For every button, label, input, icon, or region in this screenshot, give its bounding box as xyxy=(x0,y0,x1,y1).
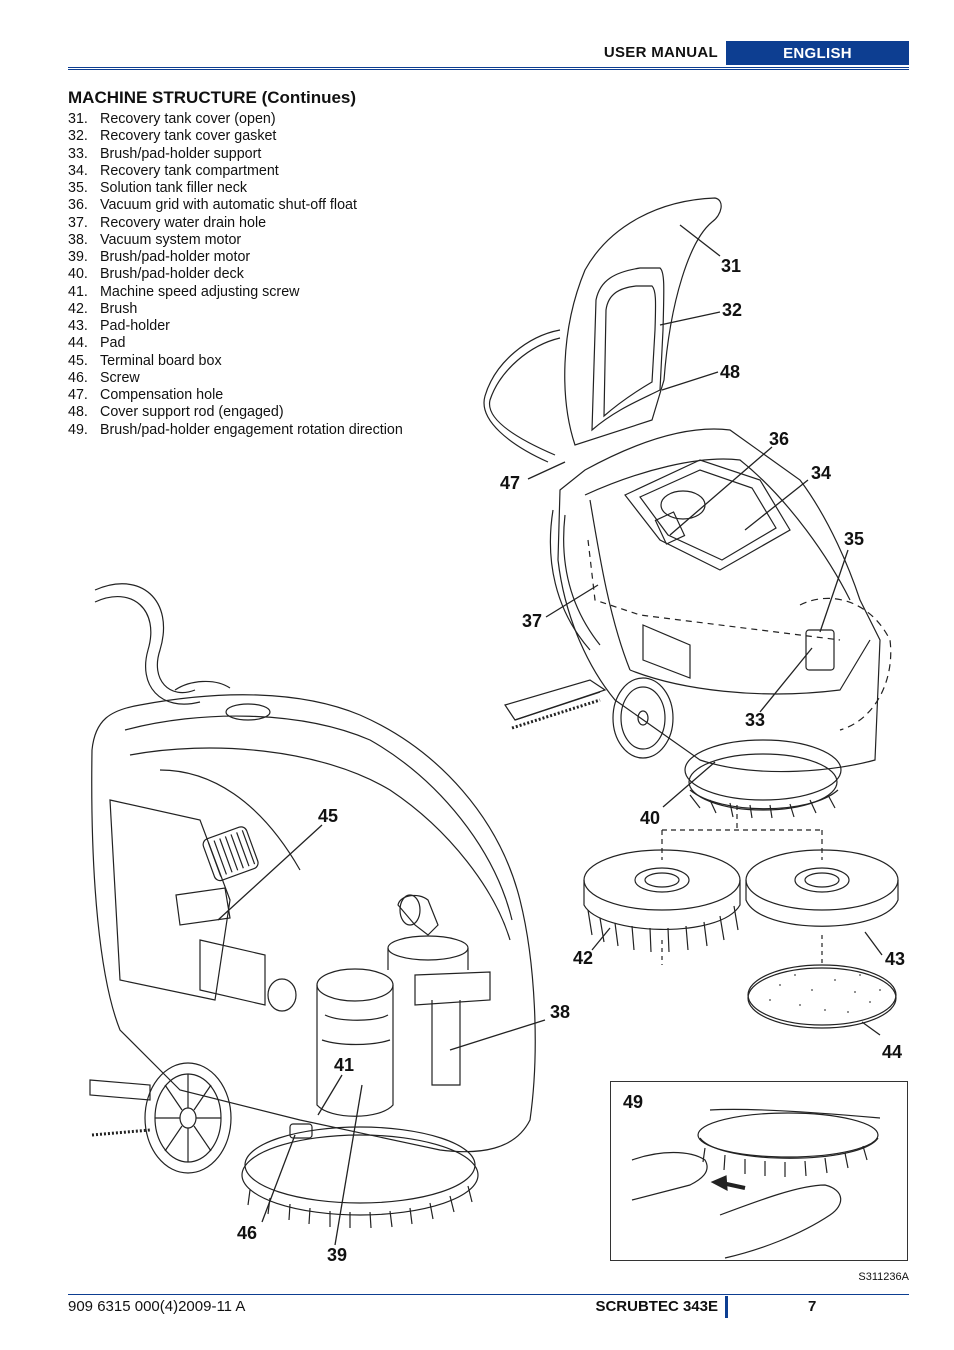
header-manual-label: USER MANUAL xyxy=(603,44,718,61)
footer-divider xyxy=(725,1296,728,1318)
callout-32: 32 xyxy=(722,300,742,320)
callout-31: 31 xyxy=(721,256,741,276)
list-item: 45.Terminal board box xyxy=(68,352,222,369)
list-item: 42.Brush xyxy=(68,300,138,317)
footer-rule xyxy=(68,1294,909,1295)
callout-36: 36 xyxy=(769,429,789,449)
list-item: 47.Compensation hole xyxy=(68,387,224,403)
header-rule xyxy=(68,67,909,70)
callout-35: 35 xyxy=(844,529,864,549)
rotation-inset-illustration xyxy=(631,1108,881,1259)
brush-and-pad-illustration xyxy=(583,805,899,1029)
callout-47: 47 xyxy=(500,473,520,493)
list-item: 44.Pad xyxy=(68,335,126,352)
list-item: 43.Pad-holder xyxy=(68,318,170,334)
parts-list: 31.Recovery tank cover (open) 32.Recover… xyxy=(68,111,403,439)
rotation-inset-frame xyxy=(610,1081,908,1261)
callout-49: 49 xyxy=(623,1092,643,1112)
machine-upper-illustration xyxy=(483,197,892,819)
callout-38: 38 xyxy=(550,1002,570,1022)
list-item: 32.Recovery tank cover gasket xyxy=(68,128,277,145)
callout-39: 39 xyxy=(327,1245,347,1265)
callout-leader-lines xyxy=(217,224,883,1246)
footer-model-name: SCRUBTEC 343E xyxy=(595,1298,718,1315)
list-item: 31.Recovery tank cover (open) xyxy=(68,111,276,127)
list-item: 48.Cover support rod (engaged) xyxy=(68,404,284,421)
language-tab: ENGLISH xyxy=(726,41,909,65)
section-title: MACHINE STRUCTURE (Continues) xyxy=(68,88,357,107)
callout-48: 48 xyxy=(720,362,740,382)
callout-41: 41 xyxy=(334,1055,354,1075)
list-item: 41.Machine speed adjusting screw xyxy=(68,283,300,300)
list-item: 35.Solution tank filler neck xyxy=(68,180,248,196)
callout-45: 45 xyxy=(318,806,338,826)
machine-lower-illustration xyxy=(89,583,536,1229)
page-number: 7 xyxy=(808,1298,817,1315)
list-item: 36.Vacuum grid with automatic shut-off f… xyxy=(68,197,357,214)
list-item: 46.Screw xyxy=(68,369,140,386)
list-item: 49.Brush/pad-holder engagement rotation … xyxy=(68,421,403,438)
callout-40: 40 xyxy=(640,808,660,828)
callout-44: 44 xyxy=(882,1042,902,1062)
figure-code: S311236A xyxy=(858,1271,909,1283)
list-item: 37.Recovery water drain hole xyxy=(68,214,267,231)
footer-doc-number: 909 6315 000(4)2009-11 A xyxy=(68,1298,246,1315)
callout-33: 33 xyxy=(745,710,765,730)
list-item: 33.Brush/pad-holder support xyxy=(68,145,262,162)
list-item: 34.Recovery tank compartment xyxy=(68,162,279,179)
callout-43: 43 xyxy=(885,949,905,969)
callout-42: 42 xyxy=(573,948,593,968)
list-item: 38.Vacuum system motor xyxy=(68,231,242,248)
list-item: 39.Brush/pad-holder motor xyxy=(68,249,251,265)
callout-34: 34 xyxy=(811,463,831,483)
callout-46: 46 xyxy=(237,1223,257,1243)
list-item: 40.Brush/pad-holder deck xyxy=(68,266,244,283)
callout-37: 37 xyxy=(522,611,542,631)
